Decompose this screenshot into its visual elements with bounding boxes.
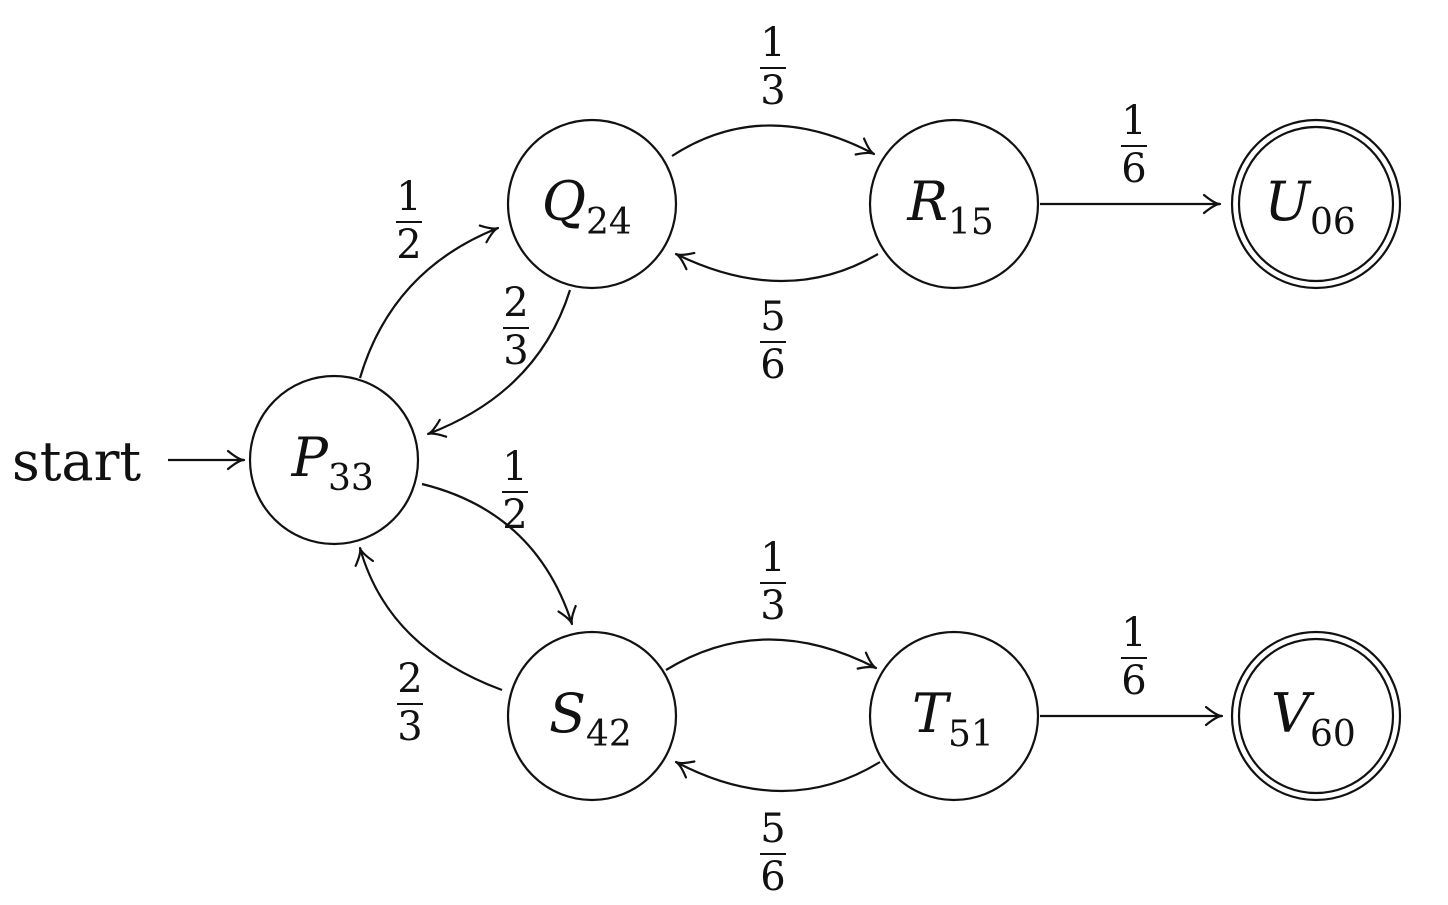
fraction-numerator: 2 (397, 656, 422, 702)
edge-q-to-p-arrowhead (426, 418, 448, 438)
state-letter: V (1271, 682, 1315, 745)
edge-p-to-q (358, 226, 499, 379)
start-arrow-head (226, 449, 246, 471)
state-letter: T (912, 682, 952, 745)
accepting-ring (1237, 637, 1395, 795)
fraction-numerator: 5 (760, 806, 785, 852)
fraction-numerator: 1 (502, 444, 527, 490)
fraction-denominator: 3 (760, 68, 785, 114)
edge-r-to-u-arrowhead (1202, 193, 1222, 215)
state-letter: P (291, 426, 330, 489)
fraction-denominator: 2 (396, 222, 421, 268)
edge-t-to-v-arrowhead (1204, 705, 1224, 727)
fraction-numerator: 1 (760, 535, 785, 581)
edge-s-to-t (665, 638, 877, 671)
state-letter: Q (542, 170, 586, 233)
edge-q-to-r-label: 13 (760, 20, 786, 114)
state-subscript: 24 (586, 202, 632, 243)
edge-r-to-q (675, 253, 879, 282)
edge-t-to-s-arrowhead (674, 760, 696, 779)
edge-t-to-s (675, 761, 881, 792)
edge-q-to-p-label: 23 (503, 280, 529, 374)
state-circle (868, 630, 1040, 802)
fraction-denominator: 6 (760, 854, 785, 900)
edge-p-to-s-arrowhead (557, 604, 577, 626)
edge-q-to-p (427, 289, 572, 436)
fraction-denominator: 3 (397, 704, 422, 750)
state-circle (506, 630, 678, 802)
fraction-numerator: 1 (1121, 98, 1146, 144)
edge-s-to-p-label: 23 (397, 656, 423, 750)
state-subscript: 42 (586, 714, 632, 755)
fraction-numerator: 1 (396, 174, 421, 220)
state-letter: R (906, 170, 948, 233)
state-subscript: 51 (948, 714, 994, 755)
edge-r-to-q-label: 56 (760, 294, 786, 388)
state-circle (248, 374, 420, 546)
fraction-numerator: 5 (760, 294, 785, 340)
state-subscript: 60 (1310, 714, 1356, 755)
edge-t-to-s-label: 56 (760, 806, 786, 900)
start-arrow (168, 449, 246, 471)
edge-s-to-p (358, 547, 503, 692)
state-letter: S (549, 682, 586, 745)
edge-t-to-v-label: 16 (1121, 610, 1147, 704)
start-label: start (12, 430, 141, 493)
edge-q-to-r-arrowhead (854, 137, 876, 156)
fraction-denominator: 6 (1121, 658, 1146, 704)
fraction-denominator: 3 (503, 328, 528, 374)
state-letter: U (1264, 170, 1311, 233)
state-subscript: 06 (1310, 202, 1356, 243)
edge-p-to-q-arrowhead (478, 224, 500, 244)
edge-p-to-q-label: 12 (396, 174, 422, 268)
edge-r-to-q-arrowhead (674, 251, 696, 271)
fraction-denominator: 3 (760, 583, 785, 629)
fraction-denominator: 6 (760, 342, 785, 388)
edge-s-to-t-label: 13 (760, 535, 786, 629)
fraction-numerator: 1 (760, 20, 785, 66)
state-subscript: 15 (948, 202, 994, 243)
edge-p-to-s (421, 482, 574, 625)
edge-r-to-u-label: 16 (1121, 98, 1147, 192)
edge-s-to-p-arrowhead (354, 546, 375, 567)
edge-s-to-t-arrowhead (856, 651, 878, 670)
edge-q-to-r (671, 124, 875, 157)
state-circle (868, 118, 1040, 290)
fraction-denominator: 6 (1121, 146, 1146, 192)
accepting-ring (1237, 125, 1395, 283)
fraction-numerator: 1 (1121, 610, 1146, 656)
fraction-numerator: 2 (503, 280, 528, 326)
fraction-denominator: 2 (502, 492, 527, 538)
state-subscript: 33 (328, 458, 374, 499)
edges (354, 124, 1224, 792)
state-circle (506, 118, 678, 290)
edge-p-to-s-label: 12 (502, 444, 528, 538)
